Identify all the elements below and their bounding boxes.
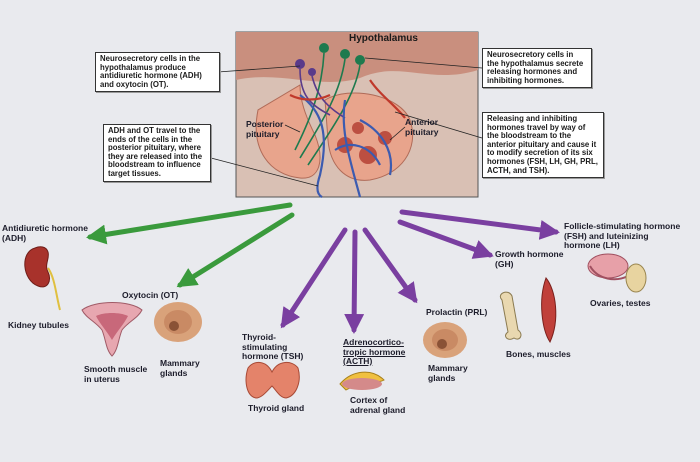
adh-ot-travel-box: ADH and OT travel to the ends of the cel…: [103, 124, 211, 182]
uterus-illustration: [81, 302, 143, 357]
neurosecretory-anterior-box: Neurosecretory cells in the hypothalamus…: [482, 48, 592, 89]
gh-label: Growth hormone (GH): [495, 249, 564, 269]
adrenal-illustration: [339, 371, 385, 391]
smooth-muscle-label: Smooth muscle in uterus: [84, 364, 148, 384]
posterior-pituitary-label: Posterior pituitary: [246, 119, 284, 139]
blood-vessels: [289, 79, 406, 198]
mammary-prl-label: Mammary glands: [428, 363, 468, 383]
anterior-pituitary-label: Anterior pituitary: [405, 117, 439, 137]
thyroid-illustration: [245, 362, 300, 399]
arrow-gh: [397, 219, 494, 259]
acth-label: Adrenocortico-tropic hormone (ACTH): [343, 337, 406, 366]
arrow-acth: [344, 229, 365, 334]
adh-label: Antidiuretic hormone (ADH): [2, 223, 88, 243]
ot-label: Oxytocin (OT): [122, 290, 179, 300]
releasing-inhibiting-box: Releasing and inhibiting hormones travel…: [482, 112, 604, 179]
kidney-label: Kidney tubules: [8, 320, 69, 330]
ovaries-testes-illustration: [587, 253, 647, 293]
adrenal-label: Cortex of adrenal gland: [350, 395, 406, 415]
prl-label: Prolactin (PRL): [426, 307, 488, 317]
fsh-lh-label: Follicle-stimulating hormone (FSH) and l…: [564, 221, 681, 250]
kidney-illustration: [24, 246, 61, 311]
mammary-prl-illustration: [423, 322, 467, 358]
arrow-fsh-lh: [399, 209, 560, 240]
neurons: [294, 43, 365, 166]
bone-muscle-illustration: [499, 277, 557, 344]
arrow-adh: [86, 202, 293, 245]
bones-label: Bones, muscles: [506, 349, 571, 359]
ovaries-label: Ovaries, testes: [590, 298, 651, 308]
hormone-arrows: [86, 202, 560, 334]
mammary-ot-illustration: [154, 302, 202, 342]
hypothalamus-title: Hypothalamus: [349, 33, 418, 44]
tsh-label: Thyroid-stimulating hormone (TSH): [242, 332, 304, 361]
mammary-ot-label: Mammary glands: [160, 358, 200, 378]
thyroid-label: Thyroid gland: [248, 403, 305, 413]
posterior-lobe: [255, 84, 321, 179]
arrow-ot: [176, 212, 295, 288]
connector-lines: [210, 57, 483, 187]
arrow-prl: [362, 227, 418, 304]
neurosecretory-posterior-box: Neurosecretory cells in the hypothalamus…: [95, 52, 220, 93]
arrow-tsh: [280, 227, 348, 329]
